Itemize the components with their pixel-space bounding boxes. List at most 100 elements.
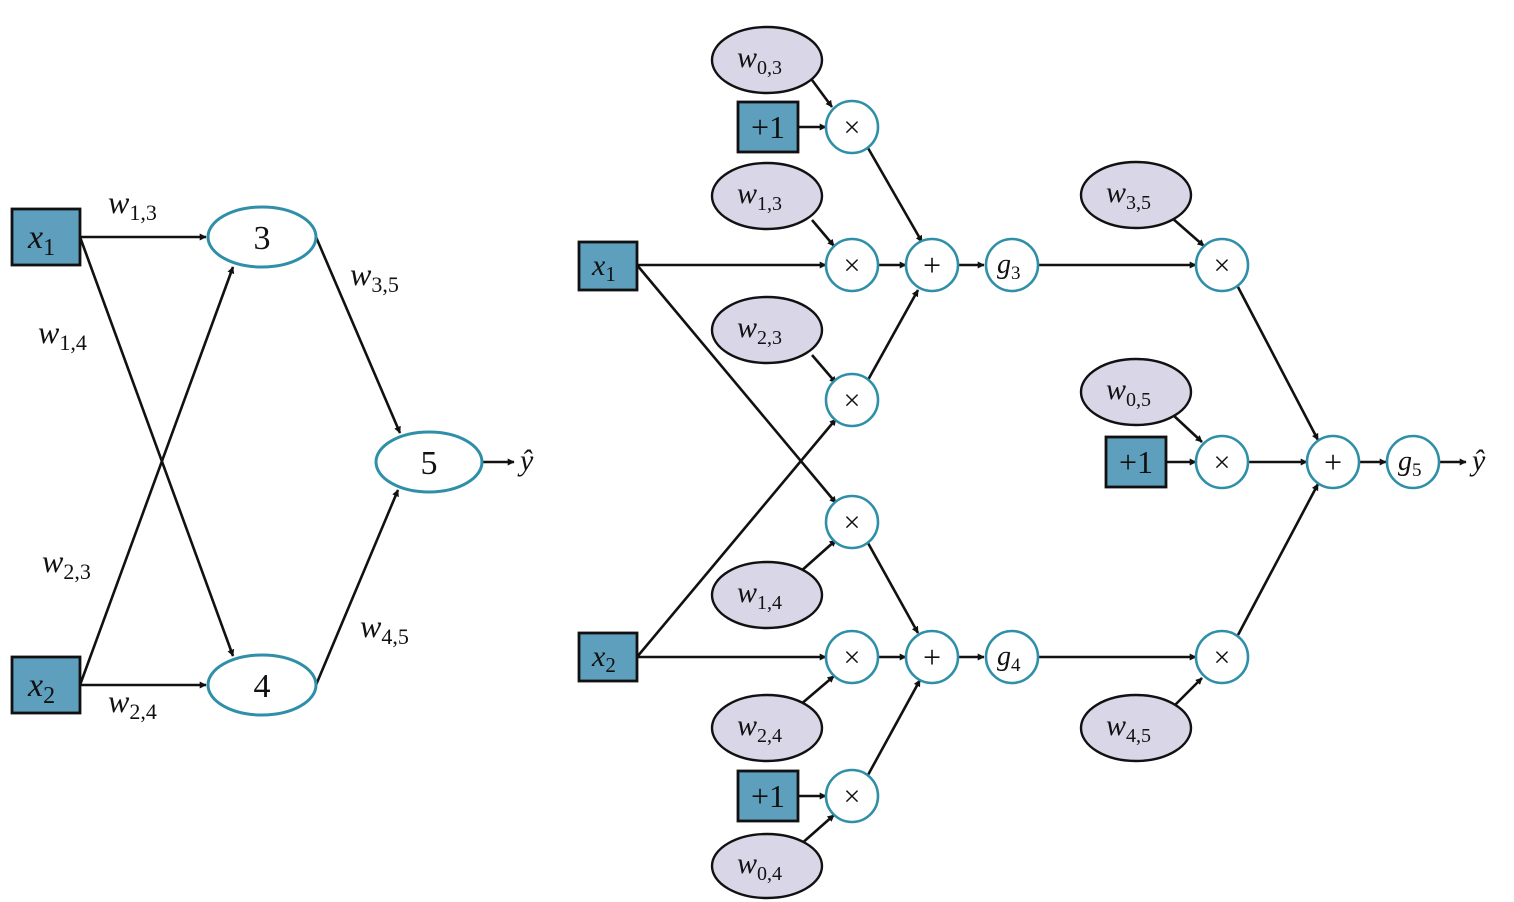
activation-g4-sub: 4 [1011,655,1021,676]
bias-label-unit5: +1 [1119,444,1153,480]
svg-text:x2: x2 [27,667,55,709]
edge-mul45-to-sum5 [1236,483,1320,636]
unit-5-label: 5 [421,445,438,482]
input-box-x2 [10,655,82,715]
activation-g3-label: g [997,249,1011,280]
edge-x2-to-3 [78,266,235,686]
left-output-label: ŷ [517,444,534,477]
edge-mul23-to-sum3 [866,289,920,381]
multiply-symbol-w13: × [844,249,861,282]
edge-w03-to-mul [810,79,834,108]
weight-node-w45-label: w [1106,709,1126,742]
activation-node-g3 [984,237,1040,293]
svg-text:g5: g5 [1398,446,1422,481]
multiply-node-w04 [824,768,880,824]
weight-label-w23: w [42,543,64,579]
svg-text:x2: x2 [591,640,616,677]
activation-g3-sub: 3 [1011,263,1021,284]
unit-3-label: 3 [254,220,271,257]
graph-input-x1-label: x [591,249,606,282]
input-x2-sub: 2 [43,683,55,709]
unit-4-node [206,653,318,717]
weight-node-w35-label: w [1106,176,1126,209]
input-x2-label: x [27,667,43,704]
graph-input-box-x2 [577,631,639,683]
weight-node-w05 [1079,357,1193,427]
svg-text:g4: g4 [997,641,1021,676]
svg-text:w2,3: w2,3 [42,543,91,584]
svg-text:x1: x1 [591,249,616,286]
svg-text:w0,3: w0,3 [737,41,782,79]
weight-node-w03 [710,25,824,95]
graph-input-box-x1 [577,240,639,292]
svg-text:w4,5: w4,5 [360,608,409,649]
sum-node-unit5 [1305,434,1361,490]
weight-node-w23-sub: 2,3 [757,327,782,349]
weight-sub-w24: 2,4 [129,699,157,724]
edge-x1-to-mul14 [636,264,837,504]
weight-sub-w23: 2,3 [63,559,91,584]
sum-node-unit3 [904,237,960,293]
sum-node-unit4 [904,629,960,685]
edge-4-to-5 [314,489,400,686]
multiply-node-w13 [824,237,880,293]
weight-node-w14-sub: 1,4 [757,592,782,614]
weight-node-w05-sub: 0,5 [1126,389,1151,411]
multiply-symbol-w24: × [844,641,861,674]
weight-sub-w13: 1,3 [129,200,157,225]
activation-g5-sub: 5 [1412,460,1422,481]
edge-mul35-to-sum5 [1236,286,1320,441]
weight-node-w35-sub: 3,5 [1126,192,1151,214]
weight-node-w24-sub: 2,4 [757,725,782,747]
graph-output-label: ŷ [1469,444,1486,477]
graph-input-x2-label: x [591,640,606,673]
weight-node-w23-label: w [737,311,757,344]
svg-text:w2,3: w2,3 [737,311,782,349]
weight-node-w23 [710,295,824,365]
weight-node-w04-sub: 0,4 [757,863,782,885]
multiply-symbol-w14: × [844,506,861,539]
activation-node-g5 [1385,434,1441,490]
unit-3-node [206,205,318,269]
weight-label-w14: w [38,314,60,350]
edge-mul04-to-sum4 [866,679,922,776]
edge-w35-to-mul [1171,217,1205,247]
svg-text:g3: g3 [997,249,1021,284]
weight-node-w04 [710,832,824,900]
weight-node-w04-label: w [737,847,757,880]
weight-node-w13-label: w [737,177,757,210]
weight-node-w05-label: w [1106,373,1126,406]
graph-input-x2-sub: 2 [605,653,616,677]
unit-5-node [374,430,484,494]
weight-node-w14-label: w [737,576,757,609]
multiply-symbol-w23: × [844,384,861,417]
svg-text:x1: x1 [27,219,55,261]
svg-text:w1,4: w1,4 [737,576,782,614]
edge-mul14-to-sum4 [866,542,920,634]
bias-box-unit3 [736,100,800,154]
bias-label-unit4: +1 [751,778,785,814]
svg-text:w3,5: w3,5 [350,256,399,297]
weight-node-w14 [710,560,824,630]
svg-text:w1,4: w1,4 [38,314,87,355]
sum-symbol-unit3: + [923,247,941,283]
edge-w13-to-mul [811,219,835,247]
left-network: x1 x2 3 4 5 ŷ w1,3 w1,4 w2,3 w2,4 w3,5 w… [10,184,534,724]
svg-text:w3,5: w3,5 [1106,176,1151,214]
edge-w24-to-mul [799,675,835,706]
multiply-node-w14 [824,494,880,550]
weight-node-w03-sub: 0,3 [757,57,782,79]
weight-node-w03-label: w [737,41,757,74]
multiply-node-w24 [824,629,880,685]
multiply-node-w23 [824,372,880,428]
weight-node-w35 [1079,160,1193,230]
activation-node-g4 [984,629,1040,685]
weight-node-w13 [710,161,824,231]
weight-node-w45 [1079,693,1193,763]
bias-box-unit4 [736,769,800,823]
edge-mul03-to-sum3 [866,147,924,243]
svg-text:w0,4: w0,4 [737,847,782,885]
input-box-x1 [10,207,82,267]
weight-label-w35: w [350,256,372,292]
